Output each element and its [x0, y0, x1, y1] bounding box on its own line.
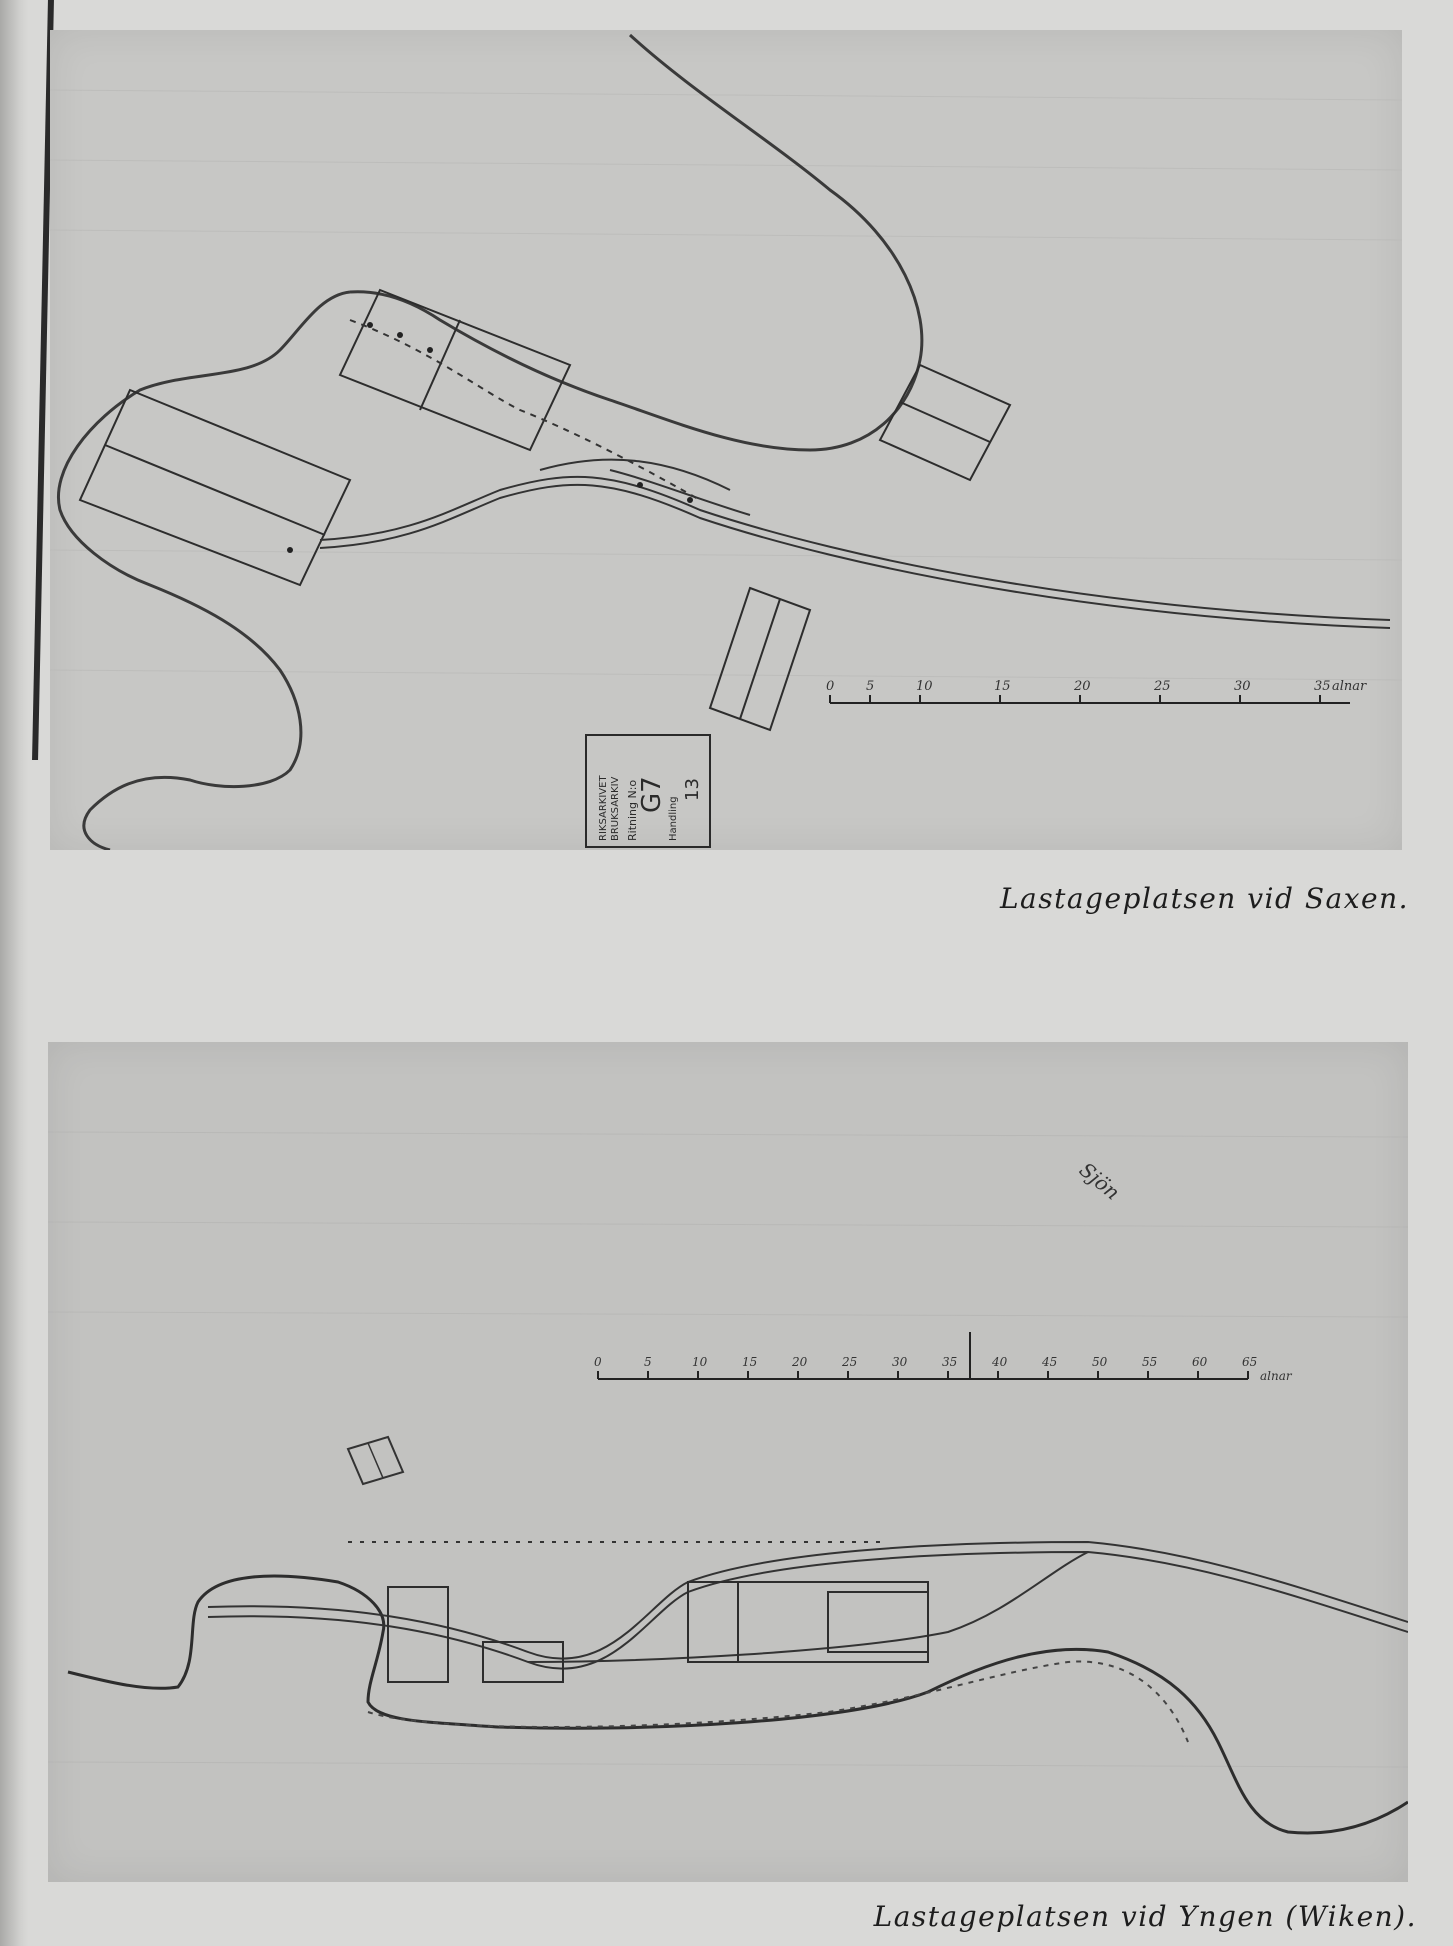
scale-tick: 25	[1153, 679, 1171, 694]
scale-tick: 35	[942, 1355, 957, 1369]
scale-tick: 10	[692, 1355, 708, 1369]
buildings	[387, 1581, 929, 1683]
stamp-archive-line1: RIKSARKIVET	[598, 775, 609, 841]
scale-bar: 0 5 10 15 20 25 30 35 alnar	[826, 679, 1367, 704]
scale-tick: 10	[916, 679, 933, 694]
scale-tick: 65	[1242, 1355, 1257, 1369]
stamp-label: Ritning N:o	[626, 780, 639, 841]
scale-tick: 40	[991, 1355, 1008, 1369]
scale-tick: 20	[1073, 679, 1091, 694]
map-note-lake: Sjön	[1075, 1157, 1125, 1204]
scale-tick: 0	[826, 679, 834, 694]
scale-tick: 45	[1041, 1355, 1057, 1369]
shoreline	[67, 1574, 1408, 1835]
map-yngen: Sjön 0 5 10 15 20 25 30 35	[48, 1042, 1408, 1882]
page-edge	[0, 0, 28, 1946]
scale-tick: 25	[841, 1355, 857, 1369]
shoreline-north	[349, 33, 924, 452]
scale-bar: 0 5 10 15 20 25 30 35 40 45 50 55 60 65 …	[594, 1332, 1293, 1383]
shoreline-dashed	[367, 1660, 1189, 1743]
ruled-lines	[48, 1131, 1408, 1768]
stamp-sub-number: 13	[682, 778, 703, 801]
map-saxen-drawing: 0 5 10 15 20 25 30 35 alnar RIKSARKIVET …	[50, 33, 1402, 850]
scale-tick: 50	[1092, 1355, 1108, 1369]
scale-tick: 5	[866, 679, 874, 694]
figure-caption-yngen: Lastageplatsen vid Yngen (Wiken).	[873, 1900, 1417, 1933]
scale-tick: 55	[1142, 1355, 1157, 1369]
figure-caption-saxen: Lastageplatsen vid Saxen.	[999, 882, 1409, 915]
scale-tick: 15	[994, 679, 1011, 694]
stamp-archive-line2: BRUKSARKIV	[610, 776, 621, 841]
scale-tick: 30	[1234, 679, 1251, 694]
map-saxen: 0 5 10 15 20 25 30 35 alnar RIKSARKIVET …	[50, 30, 1402, 850]
railway-tracks	[207, 1540, 1408, 1670]
ruled-lines	[50, 89, 1402, 681]
scale-tick: 30	[892, 1355, 908, 1369]
buildings	[78, 288, 1012, 732]
scale-unit: alnar	[1260, 1369, 1293, 1383]
scale-tick: 60	[1192, 1355, 1208, 1369]
stamp-sub-label: Handling	[668, 796, 679, 841]
map-yngen-drawing: Sjön 0 5 10 15 20 25 30 35	[48, 1131, 1408, 1835]
building-shed	[346, 1435, 405, 1486]
scale-tick: 5	[644, 1355, 652, 1369]
scale-tick: 20	[791, 1355, 808, 1369]
stamp-number: G7	[637, 776, 667, 813]
shoreline-west	[57, 290, 351, 850]
scale-tick: 35	[1314, 679, 1331, 694]
railway-tracks	[319, 319, 1391, 629]
scale-tick: 15	[742, 1355, 757, 1369]
archive-stamp: RIKSARKIVET BRUKSARKIV Ritning N:o G7 Ha…	[585, 734, 711, 848]
scale-unit: alnar	[1332, 679, 1367, 694]
scale-tick: 0	[594, 1355, 602, 1369]
track-marks	[287, 322, 693, 553]
